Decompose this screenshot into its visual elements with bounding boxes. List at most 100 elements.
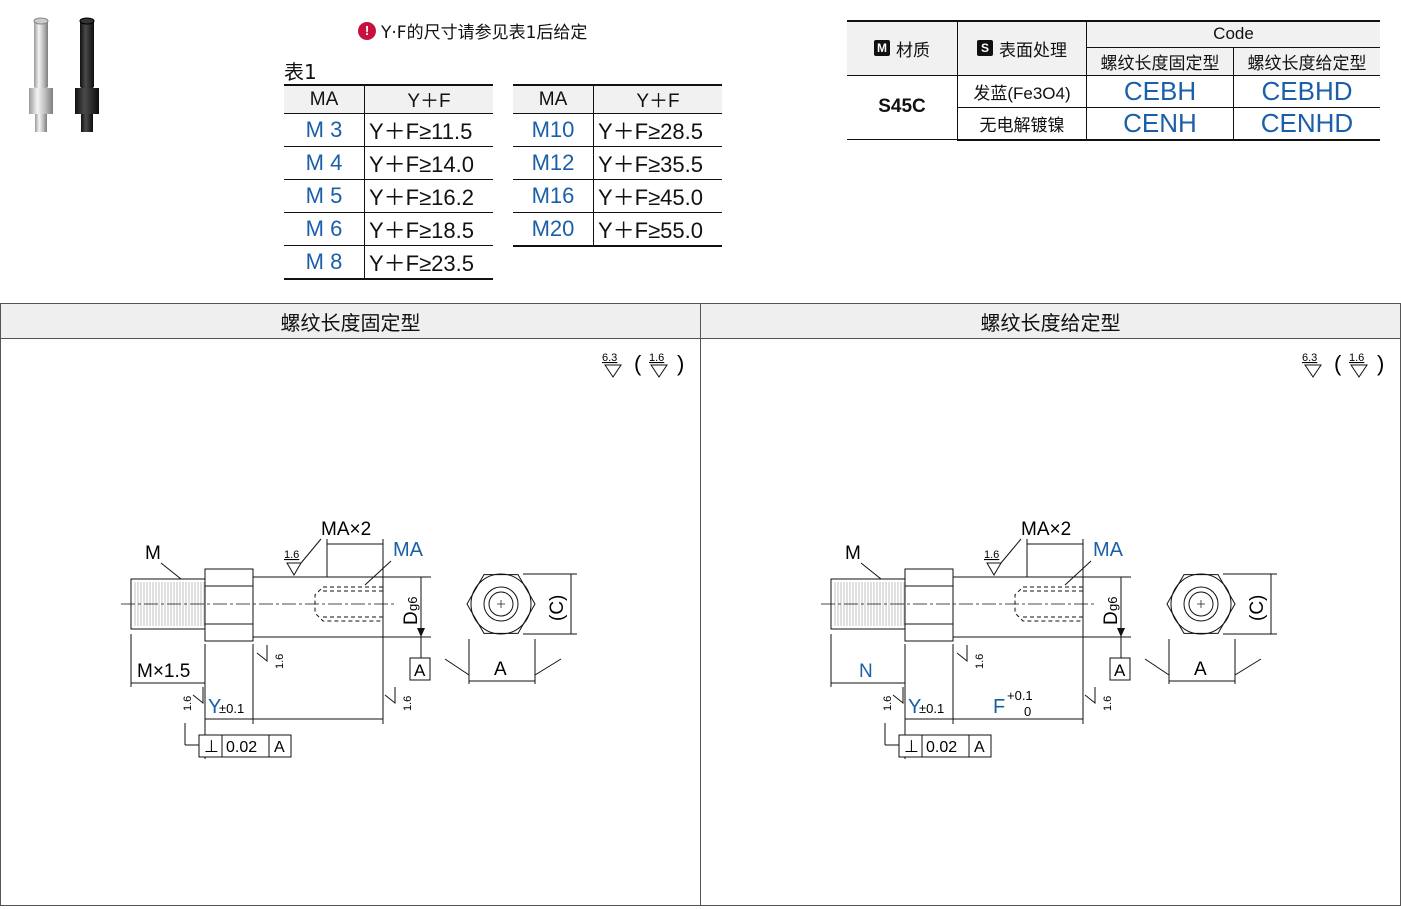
col-given-header: 螺纹长度给定型 <box>1233 46 1380 76</box>
label-y-tol: ±0.1 <box>919 701 944 716</box>
material-value: S45C <box>847 74 958 140</box>
table-cell: Y＋F≥11.5 <box>364 113 493 147</box>
note-text: Y·F的尺寸请参见表1后给定 <box>381 23 588 43</box>
drawing-line <box>534 658 562 676</box>
gdt-datum: A <box>274 739 285 756</box>
label-c: (C) <box>1247 595 1268 621</box>
col-header: MA <box>513 84 594 114</box>
roughness-value: 1.6 <box>882 696 894 711</box>
table-cell: M20 <box>513 212 594 247</box>
roughness-symbol <box>986 562 1002 576</box>
surface-value: 无电解镀镍 <box>957 106 1087 141</box>
label-d: D <box>401 611 422 625</box>
label-thread-length: N <box>859 661 873 682</box>
label-m: M <box>845 543 861 564</box>
panel-title: 螺纹长度固定型 <box>1 304 700 339</box>
table-cell: Y＋F≥23.5 <box>364 245 493 280</box>
dimension-note: ! Y·F的尺寸请参见表1后给定 <box>358 18 587 43</box>
table-cell: M 8 <box>284 245 365 280</box>
paren-close: ) <box>1377 351 1384 376</box>
label-d-sub: g6 <box>405 597 420 611</box>
hex-collar <box>204 568 254 642</box>
table-cell: M 4 <box>284 146 365 180</box>
roughness-symbol <box>604 364 622 378</box>
roughness-value: 1.6 <box>649 352 664 364</box>
gdt-symbol: ⊥ <box>204 737 219 756</box>
table-cell: Y＋F≥55.0 <box>593 212 722 247</box>
table-cell: Y＋F≥45.0 <box>593 179 722 213</box>
datum-a-box <box>1109 657 1131 681</box>
roughness-symbol <box>286 562 302 576</box>
roughness-value: 6.3 <box>602 352 617 364</box>
label-f-tol-upper: +0.1 <box>1007 688 1033 703</box>
table-cell: M16 <box>513 179 594 213</box>
label-m: M <box>145 543 161 564</box>
code-fixed: CEBH <box>1086 74 1234 108</box>
arrow-head <box>1117 628 1125 637</box>
material-header-label: 材质 <box>896 40 930 60</box>
drawing-line <box>1234 658 1262 676</box>
label-a-width: A <box>1194 659 1207 680</box>
table-cell: Y＋F≥14.0 <box>364 146 493 180</box>
gdt-datum: A <box>974 739 985 756</box>
shaft-body <box>252 576 384 638</box>
code-fixed: CENH <box>1086 106 1234 141</box>
surface-value: 发蓝(Fe3O4) <box>957 74 1087 108</box>
gdt-value: 0.02 <box>226 739 257 756</box>
datum-a-box <box>409 657 431 681</box>
end-view-circle <box>1170 573 1232 635</box>
roughness-value: 1.6 <box>1102 696 1114 711</box>
surface-icon: S <box>977 40 993 57</box>
drawing-line <box>1144 658 1170 676</box>
roughness-value: 1.6 <box>274 654 286 669</box>
label-c: (C) <box>547 595 568 621</box>
arrow-head <box>417 628 425 637</box>
label-thread-length: M×1.5 <box>137 661 190 682</box>
roughness-value: 1.6 <box>1349 352 1364 364</box>
paren-close: ) <box>677 351 684 376</box>
code-given: CEBHD <box>1233 74 1380 108</box>
drawing-line <box>860 562 882 580</box>
label-y: Y <box>908 696 921 718</box>
label-y-tol: ±0.1 <box>219 701 244 716</box>
label-ma-x2: MA×2 <box>321 519 371 540</box>
roughness-value: 1.6 <box>402 696 414 711</box>
roughness-symbol <box>192 687 204 705</box>
surface-header: S 表面处理 <box>957 20 1087 76</box>
roughness-symbol <box>256 645 268 663</box>
end-view-circle <box>483 586 519 622</box>
roughness-symbol <box>892 687 904 705</box>
col-fixed-header: 螺纹长度固定型 <box>1086 46 1234 76</box>
drawing-line <box>160 562 182 580</box>
label-f: F <box>993 696 1005 718</box>
label-a-width: A <box>494 659 507 680</box>
table1-title: 表1 <box>284 60 317 84</box>
paren-open: ( <box>634 351 642 376</box>
label-d: D <box>1101 611 1122 625</box>
shaft-body <box>952 576 1084 638</box>
code-given: CENHD <box>1233 106 1380 141</box>
roughness-symbol <box>1304 364 1322 378</box>
product-photo <box>29 17 99 132</box>
end-view-circle <box>470 573 532 635</box>
label-y: Y <box>208 696 221 718</box>
surface-header-label: 表面处理 <box>999 40 1067 60</box>
col-header: Y＋F <box>593 84 722 114</box>
label-datum-a: A <box>1114 661 1126 680</box>
